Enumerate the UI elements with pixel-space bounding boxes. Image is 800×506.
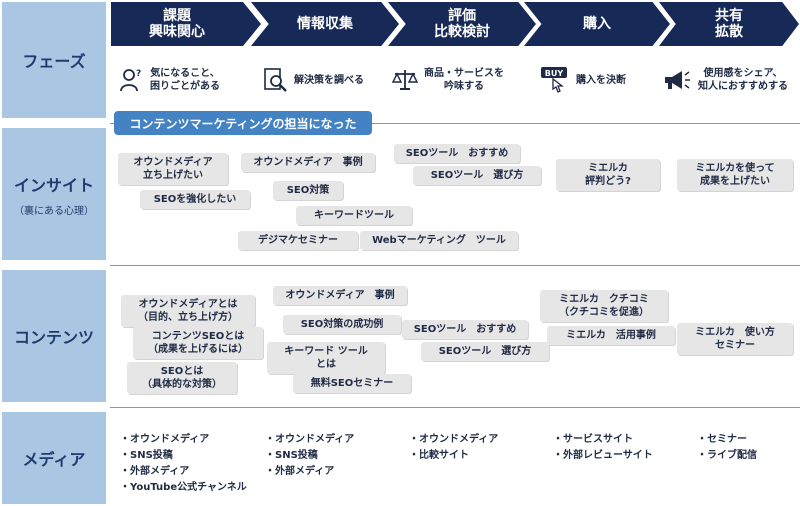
content-tag: SEOツール おすすめ xyxy=(402,320,528,339)
phase-chevron-2: 情報収集 xyxy=(251,2,399,46)
step-1: ? 気になること、 困りごとがある xyxy=(118,60,220,100)
media-list-3: オウンドメディア 比較サイト xyxy=(409,432,498,464)
phase-chevron-1: 課題 興味関心 xyxy=(111,2,261,46)
insight-tag: ミエルカを使って 成果を上げたい xyxy=(677,159,793,191)
phase-label: 購入 xyxy=(583,16,611,32)
confused-person-icon: ? xyxy=(120,69,141,92)
row-label-contents-text: コンテンツ xyxy=(13,328,94,347)
step-4: BUY 購入を決断 xyxy=(540,60,626,100)
media-list-1: オウンドメディア SNS投稿 外部メディア YouTube公式チャンネル xyxy=(120,432,247,496)
phase-chevron-4: 購入 xyxy=(524,2,670,46)
row-divider xyxy=(110,407,800,408)
scenario-banner: コンテンツマーケティングの担当になった xyxy=(114,111,372,135)
media-item: セミナー xyxy=(697,432,757,448)
row-divider xyxy=(110,123,800,124)
phase-label: 評価 比較検討 xyxy=(434,8,490,40)
media-list-4: サービスサイト 外部レビューサイト xyxy=(553,432,653,464)
insight-tag: オウンドメディア 立ち上げたい xyxy=(118,153,228,185)
content-tag: ミエルカ 活用事例 xyxy=(547,326,675,345)
insight-tag: SEOを強化したい xyxy=(140,190,250,209)
media-item: SNS投稿 xyxy=(120,448,247,464)
phase-label: 情報収集 xyxy=(297,16,353,32)
step-text: 購入を決断 xyxy=(576,74,626,86)
insight-tag: オウンドメディア 事例 xyxy=(241,153,375,172)
row-label-phase: フェーズ xyxy=(2,2,106,118)
step-text: 気になること、 困りごとがある xyxy=(150,68,220,92)
media-item: 外部メディア xyxy=(120,464,247,480)
row-label-media: メディア xyxy=(2,412,106,504)
row-label-phase-text: フェーズ xyxy=(22,52,86,71)
content-tag: SEOツール 選び方 xyxy=(421,342,549,361)
insight-tag: ミエルカ 評判どう? xyxy=(556,159,660,191)
insight-tag: SEO対策 xyxy=(273,181,343,200)
magnifier-document-icon xyxy=(264,68,287,92)
content-tag: ミエルカ 使い方 セミナー xyxy=(677,323,793,355)
phase-label: 共有 拡散 xyxy=(715,8,743,40)
step-2: 解決策を調べる xyxy=(262,60,364,100)
media-item: オウンドメディア xyxy=(120,432,247,448)
media-item: ライブ配信 xyxy=(697,448,757,464)
step-text: 商品・サービスを 吟味する xyxy=(424,68,504,92)
media-item: オウンドメディア xyxy=(409,432,498,448)
step-3: 商品・サービスを 吟味する xyxy=(392,60,504,100)
insight-tag: SEOツール おすすめ xyxy=(394,144,520,163)
content-tag: コンテンツSEOとは （成果を上げるには） xyxy=(133,327,263,359)
media-item: オウンドメディア xyxy=(265,432,354,448)
svg-text:?: ? xyxy=(136,69,141,79)
content-tag: SEO対策の成功例 xyxy=(283,315,401,334)
row-label-media-text: メディア xyxy=(22,450,86,469)
phase-label: 課題 興味関心 xyxy=(149,8,205,40)
media-item: YouTube公式チャンネル xyxy=(120,480,247,496)
step-text: 使用感をシェア、 知人におすすめする xyxy=(698,68,788,92)
phase-chevron-5: 共有 拡散 xyxy=(659,2,799,46)
content-tag: オウンドメディア 事例 xyxy=(273,286,407,305)
row-label-contents: コンテンツ xyxy=(2,270,106,402)
content-tag: キーワード ツール とは xyxy=(267,342,385,374)
insight-tag: Webマーケティング ツール xyxy=(360,231,518,250)
media-item: 比較サイト xyxy=(409,448,498,464)
megaphone-icon xyxy=(665,71,690,89)
content-tag: ミエルカ クチコミ （クチコミを促進） xyxy=(540,290,668,322)
content-tag: オウンドメディアとは （目的、立ち上げ方） xyxy=(121,295,255,327)
phase-chevron-3: 評価 比較検討 xyxy=(388,2,536,46)
media-list-5: セミナー ライブ配信 xyxy=(697,432,757,464)
insight-tag: SEOツール 選び方 xyxy=(413,166,541,185)
media-item: 外部メディア xyxy=(265,464,354,480)
insight-tag: キーワードツール xyxy=(296,206,412,225)
media-list-2: オウンドメディア SNS投稿 外部メディア xyxy=(265,432,354,480)
content-tag: 無料SEOセミナー xyxy=(293,374,411,393)
media-item: SNS投稿 xyxy=(265,448,354,464)
row-label-insight-text: インサイト xyxy=(13,175,94,195)
step-5: 使用感をシェア、 知人におすすめする xyxy=(662,60,788,100)
step-text: 解決策を調べる xyxy=(294,74,364,86)
row-label-insight-sub: （裏にある心理） xyxy=(14,205,94,217)
row-label-insight: インサイト （裏にある心理） xyxy=(2,128,106,260)
media-item: 外部レビューサイト xyxy=(553,448,653,464)
content-tag: SEOとは （具体的な対策） xyxy=(127,362,237,394)
media-item: サービスサイト xyxy=(553,432,653,448)
buy-click-icon: BUY xyxy=(541,67,567,93)
row-divider xyxy=(110,265,800,266)
balance-scale-icon xyxy=(392,70,418,90)
insight-tag: デジマケセミナー xyxy=(238,231,358,250)
svg-text:BUY: BUY xyxy=(545,69,564,78)
